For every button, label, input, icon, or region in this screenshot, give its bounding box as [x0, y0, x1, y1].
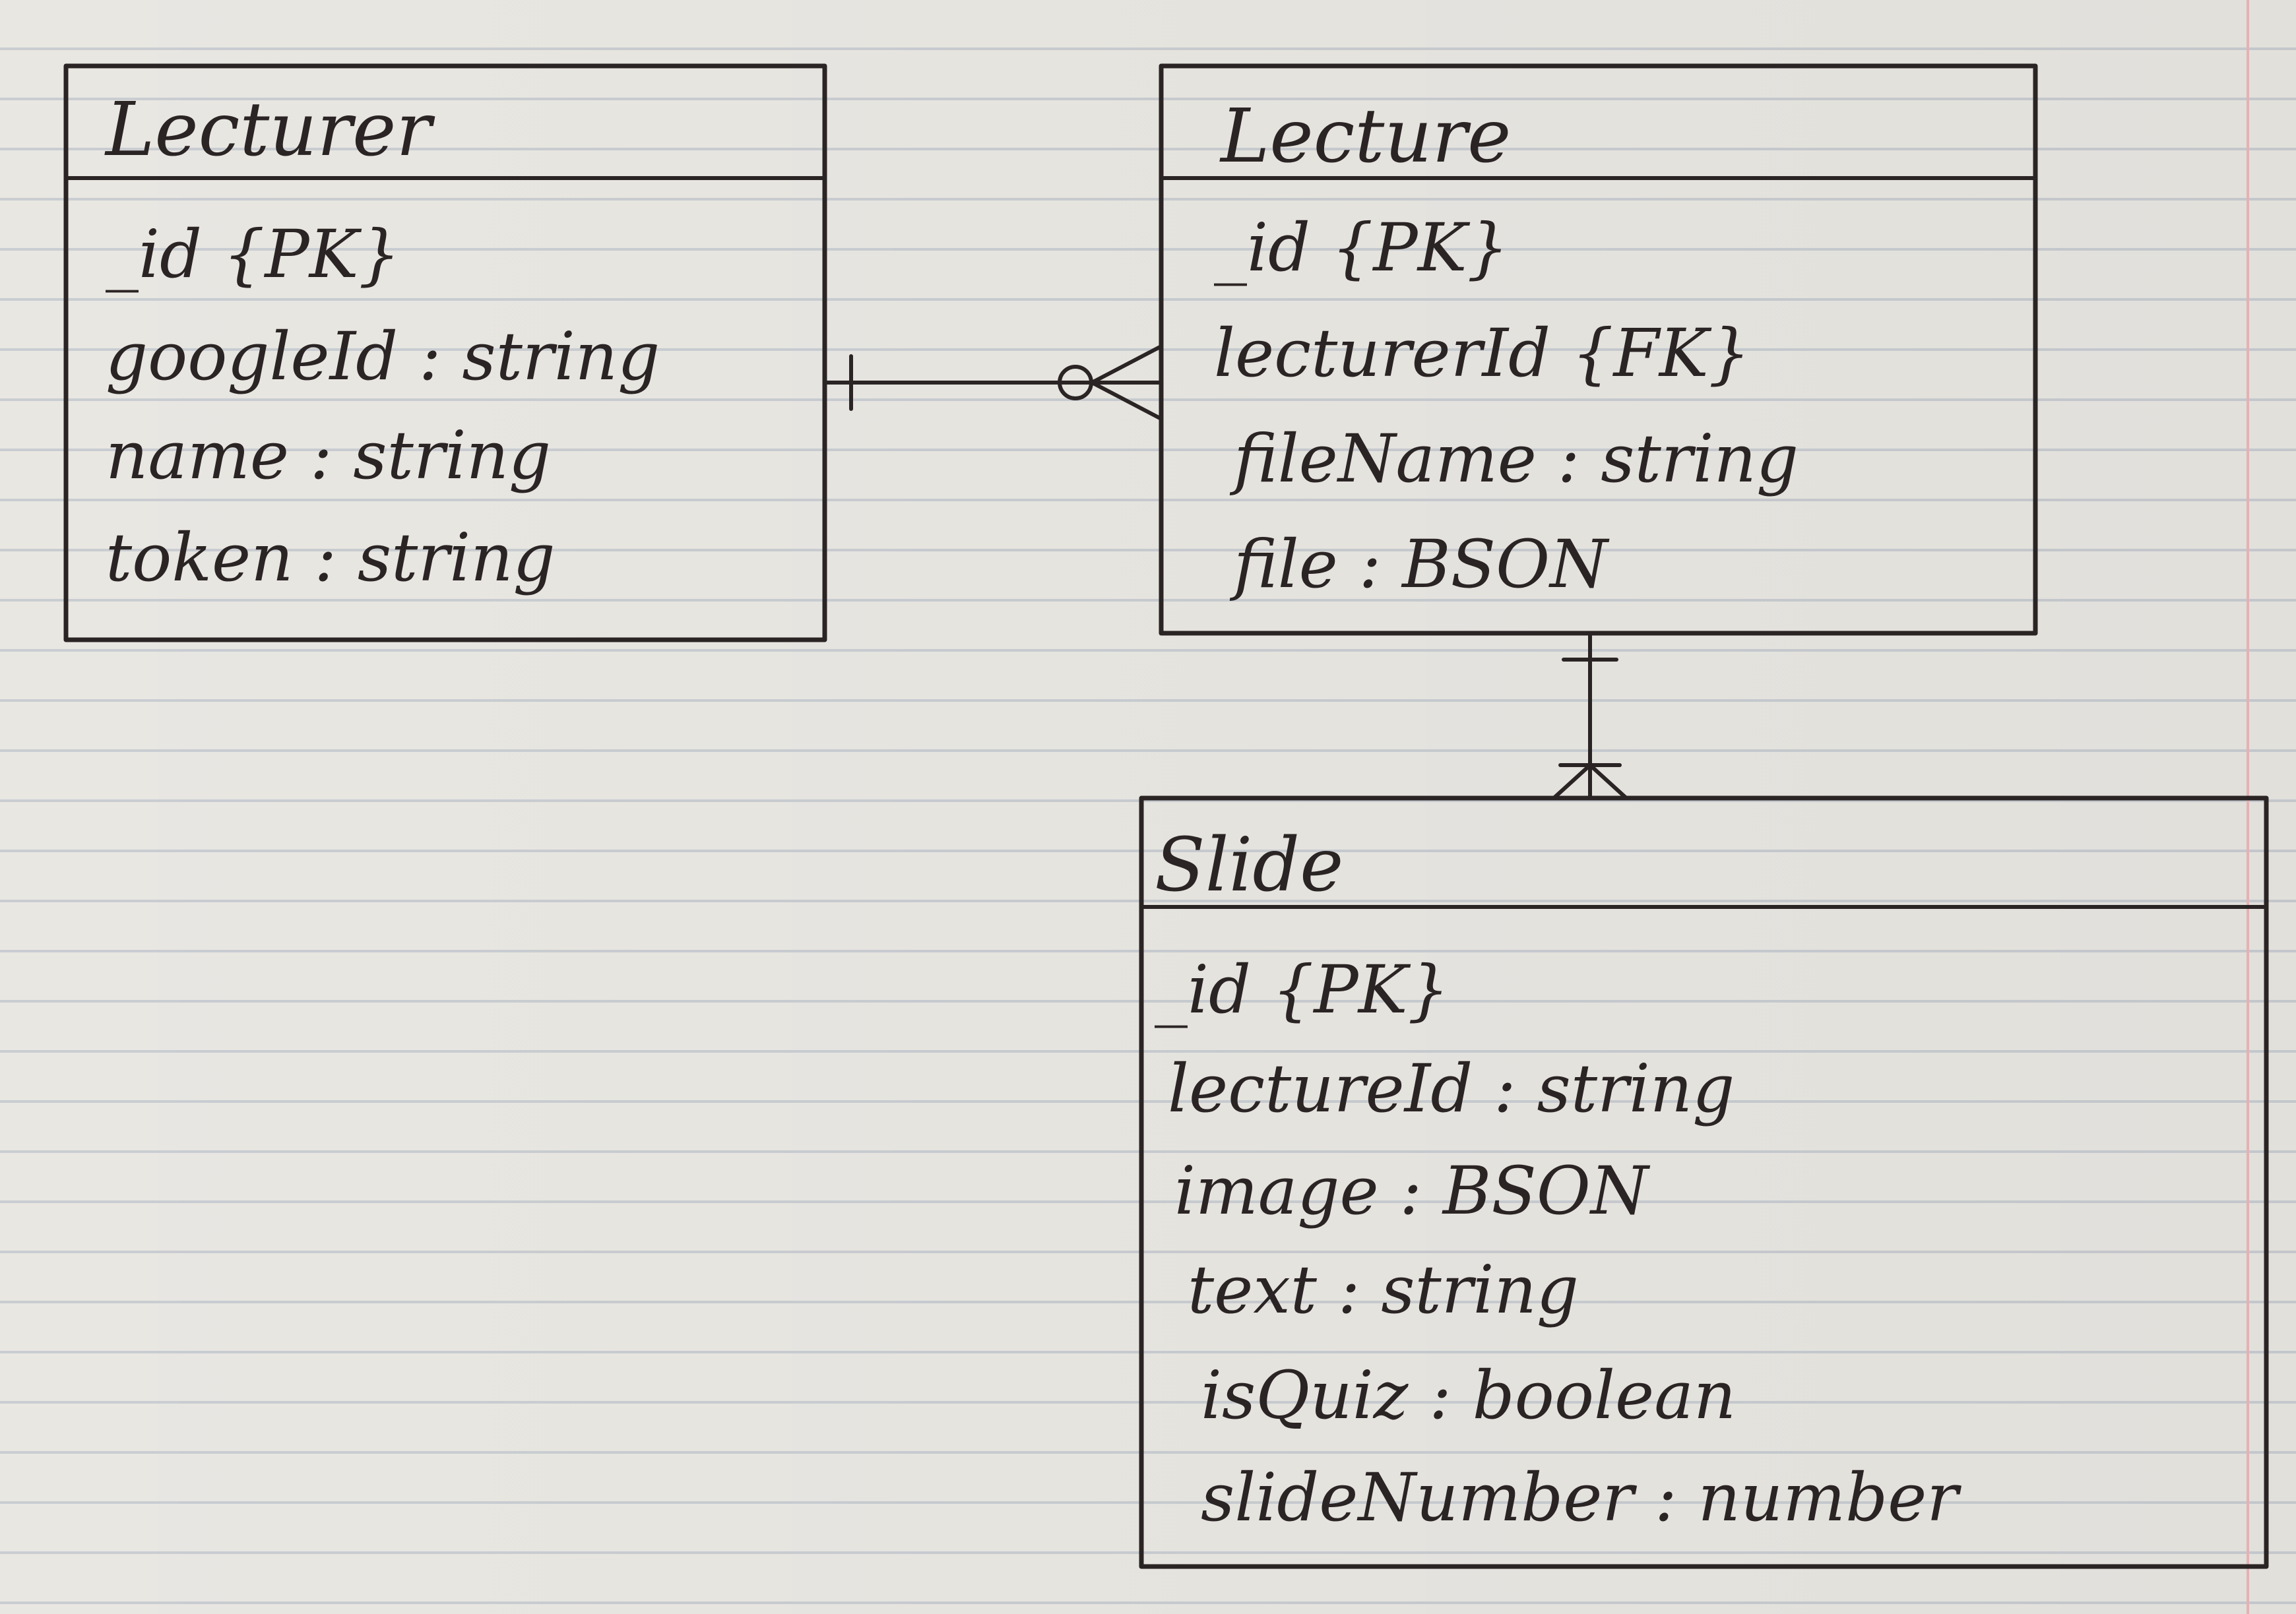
crow-foot-left-slide	[1552, 763, 1592, 800]
slide-attr-lectureid: lectureId : string	[1168, 1050, 1735, 1127]
entity-lecture-title: Lecture	[1219, 94, 1511, 179]
entity-slide-title: Slide	[1155, 823, 1343, 908]
lecture-attr-lecturerid: lecturerId {FK}	[1214, 315, 1750, 392]
entity-lecturer-box	[63, 63, 827, 642]
lecturer-attr-id: _id {PK}	[106, 216, 400, 293]
entity-lecturer-title: Lecturer	[104, 87, 435, 173]
lecture-attr-filename: fileName : string	[1229, 420, 1799, 497]
lecturer-attr-token: token : string	[106, 519, 556, 596]
crow-foot-upper-lecture	[1090, 344, 1163, 385]
slide-attr-image: image : BSON	[1174, 1152, 1651, 1229]
entity-lecture-box	[1159, 63, 2038, 636]
lecture-attr-id: _id {PK}	[1214, 209, 1509, 286]
entity-lecturer: Lecturer _id {PK} googleId : string name…	[63, 63, 827, 642]
slide-attr-id: _id {PK}	[1155, 951, 1450, 1028]
entity-slide-box	[1139, 795, 2269, 1569]
relationship-lecture-slide	[1552, 631, 1628, 800]
lecturer-attr-googleid: googleId : string	[106, 318, 660, 395]
relationship-lecturer-lecture	[823, 344, 1163, 421]
lecture-attr-file: file : BSON	[1229, 526, 1610, 603]
slide-attr-slidenumber: slideNumber : number	[1201, 1459, 1961, 1536]
lecturer-attr-name: name : string	[106, 417, 551, 494]
crow-foot-lower-lecture	[1090, 381, 1163, 421]
entity-lecture: Lecture _id {PK} lecturerId {FK} fileNam…	[1159, 63, 2038, 636]
slide-attr-isquiz: isQuiz : boolean	[1201, 1357, 1736, 1434]
slide-attr-text: text : string	[1188, 1251, 1579, 1328]
entity-slide: Slide _id {PK} lectureId : string image …	[1139, 795, 2269, 1569]
crow-foot-right-slide	[1588, 763, 1628, 800]
paper-margin-line	[2247, 0, 2249, 1614]
